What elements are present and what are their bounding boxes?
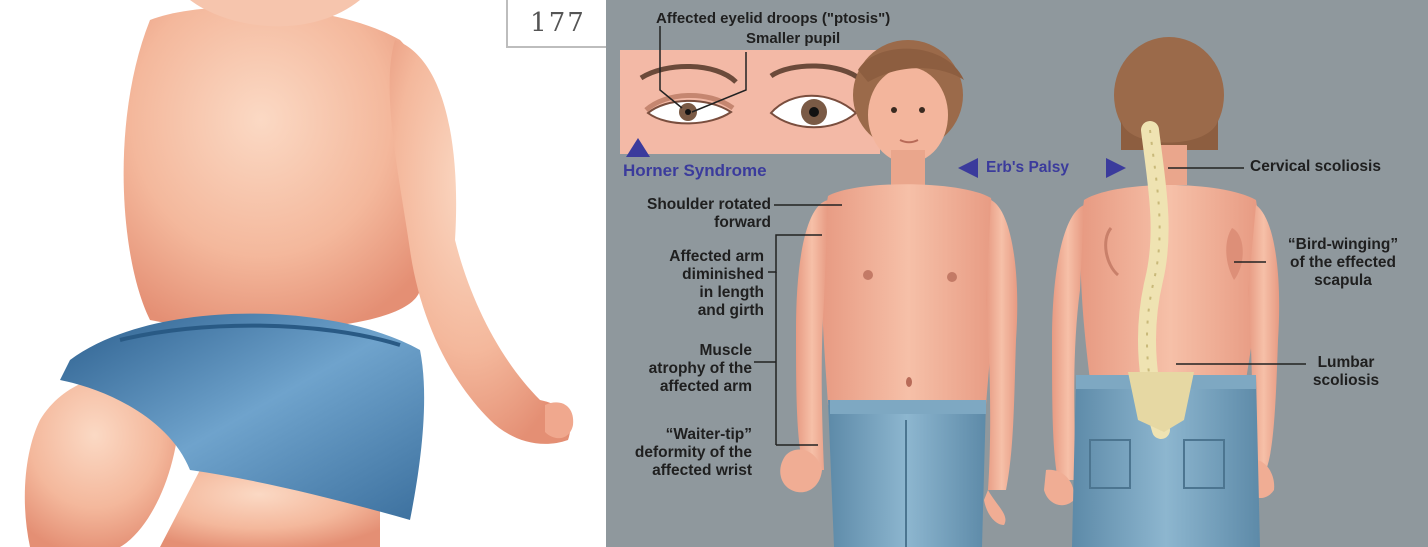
ptosis-label: Affected eyelid droops ("ptosis"): [656, 10, 890, 28]
right-arrow-icon: [1106, 158, 1126, 178]
bird-winging-label: “Bird-winging” of the effected scapula: [1270, 236, 1416, 290]
affected-arm-label: Affected arm diminished in length and gi…: [606, 248, 764, 320]
smaller-pupil-label: Smaller pupil: [746, 30, 840, 48]
erbs-palsy-title: Erb's Palsy: [986, 159, 1069, 177]
page-number: 177: [506, 0, 608, 48]
lumbar-scoliosis-label: Lumbar scoliosis: [1306, 354, 1386, 390]
cervical-scoliosis-label: Cervical scoliosis: [1250, 158, 1381, 176]
shoulder-label: Shoulder rotated forward: [606, 196, 771, 232]
infant-illustration-panel: [0, 0, 606, 547]
waiter-tip-label: “Waiter-tip” deformity of the affected w…: [606, 426, 752, 480]
erbs-palsy-panel: Affected eyelid droops ("ptosis") Smalle…: [606, 0, 1428, 547]
muscle-atrophy-label: Muscle atrophy of the affected arm: [606, 342, 752, 396]
infant-illustration: [0, 0, 606, 547]
horner-syndrome-title: Horner Syndrome: [623, 162, 767, 180]
left-arrow-icon: [958, 158, 978, 178]
